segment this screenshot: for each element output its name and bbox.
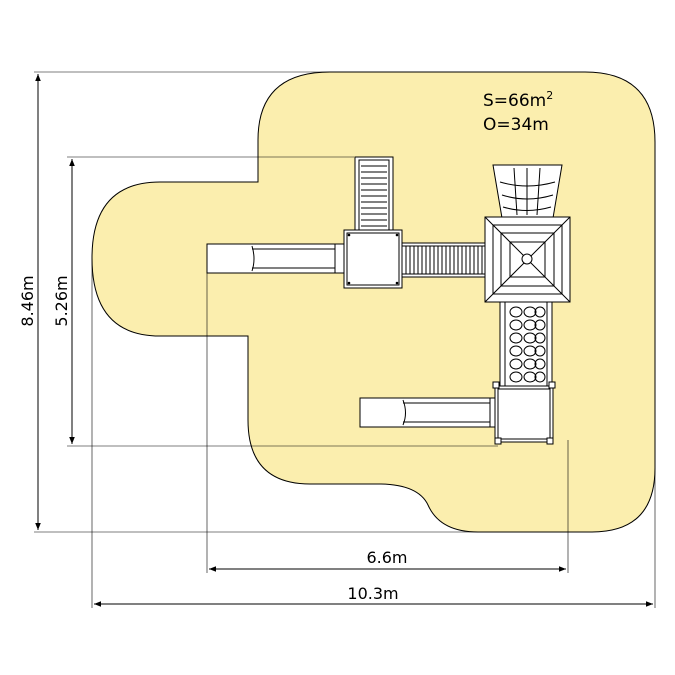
ladder-rungs bbox=[361, 165, 387, 227]
bumpy-climber bbox=[499, 301, 553, 389]
surface-area-label: S=66m2 bbox=[483, 89, 553, 111]
bridge bbox=[401, 242, 487, 278]
dimension-lines bbox=[35, 74, 653, 607]
top-ladder bbox=[354, 156, 394, 233]
left-slide bbox=[206, 243, 348, 274]
inner-height-label: 5.26m bbox=[52, 275, 71, 326]
perimeter-label: O=34m bbox=[483, 115, 549, 135]
total-height-label: 8.46m bbox=[18, 275, 37, 326]
climbing-ramp bbox=[492, 164, 563, 219]
surface-exponent: 2 bbox=[546, 89, 553, 102]
total-width-label: 10.3m bbox=[347, 584, 398, 603]
equipment bbox=[206, 156, 571, 445]
inner-width-label: 6.6m bbox=[366, 548, 407, 567]
roofed-tower bbox=[484, 216, 571, 303]
left-platform bbox=[343, 229, 403, 289]
lower-slide bbox=[359, 397, 501, 428]
safety-zone bbox=[91, 71, 656, 533]
lower-platform bbox=[492, 381, 556, 445]
extension-lines bbox=[34, 71, 656, 608]
